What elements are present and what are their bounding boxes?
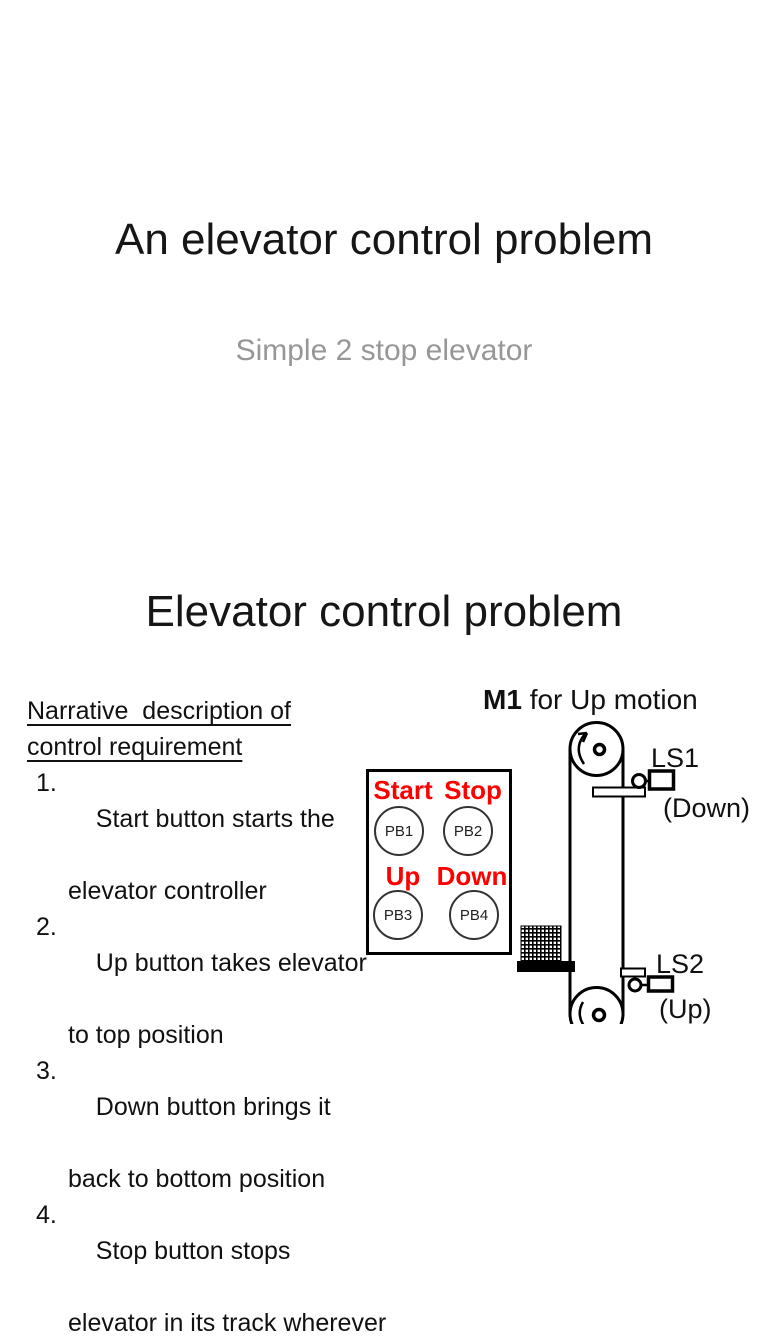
start-label: Start: [373, 775, 433, 805]
ls1-body-icon: [647, 769, 676, 791]
bottom-pulley-hub: [591, 1007, 607, 1023]
cab-tab-upper: [592, 786, 646, 798]
motor-caption: M1 for Up motion: [483, 684, 698, 716]
requirement-item-1: 1. Start button starts the: [27, 765, 447, 873]
item-number: 1.: [36, 769, 57, 797]
pushbutton-panel: Start Stop PB1 PB2 Up Down PB3 PB4: [366, 769, 512, 955]
item-number: 4.: [36, 1201, 57, 1229]
slide1-title: An elevator control problem: [114, 215, 654, 264]
pushbutton-pb1: PB1: [374, 806, 424, 856]
pb2-label: PB2: [453, 822, 483, 840]
motor-id: M1: [483, 684, 522, 715]
bottom-pulley: [568, 986, 625, 1024]
car-platform: [517, 961, 575, 972]
pushbutton-pb2: PB2: [443, 806, 493, 856]
cab-tab-lower: [620, 967, 646, 978]
ls2-label: LS2: [656, 949, 705, 979]
ls1-direction-label: (Down): [663, 793, 751, 823]
down-label: Down: [436, 861, 508, 891]
ls2-body-icon: [646, 975, 675, 993]
rotation-arrowhead-icon: [577, 731, 589, 743]
ls2-roller-icon: [627, 977, 643, 993]
elevator-car: [520, 925, 562, 962]
narrative-heading-line2: control requirement: [27, 733, 243, 761]
item-number: 3.: [36, 1057, 57, 1085]
pb3-label: PB3: [383, 906, 413, 924]
ls2-direction-label: (Up): [659, 994, 712, 1024]
up-label: Up: [385, 861, 421, 891]
item-number: 2.: [36, 913, 57, 941]
ls1-roller-icon: [631, 773, 647, 789]
slide2-title: Elevator control problem: [145, 587, 623, 636]
item-text: Start button starts the: [95, 805, 335, 833]
pushbutton-pb3: PB3: [373, 890, 423, 940]
narrative-block: Narrative description of control require…: [27, 693, 447, 1341]
motor-caption-text: for Up motion: [529, 684, 698, 715]
narrative-heading-line1: Narrative description of: [27, 697, 292, 725]
slide1-subtitle: Simple 2 stop elevator: [235, 334, 533, 367]
requirement-item-3-cont: back to bottom position: [68, 1165, 326, 1193]
item-text: Down button brings it: [95, 1093, 331, 1121]
rotation-arrow-icon: [577, 733, 586, 765]
requirement-item-4-cont: elevator in its track wherever: [68, 1309, 387, 1337]
stop-label: Stop: [444, 775, 502, 805]
pushbutton-pb4: PB4: [449, 890, 499, 940]
top-pulley-hub: [592, 742, 607, 757]
slide-1: An elevator control problem Simple 2 sto…: [0, 0, 768, 560]
requirement-item-1-cont: elevator controller: [68, 877, 267, 905]
requirement-item-3: 3. Down button brings it: [27, 1053, 447, 1161]
requirement-item-4: 4. Stop button stops: [27, 1197, 447, 1305]
item-text: Up button takes elevator: [95, 949, 367, 977]
item-text: Stop button stops: [95, 1237, 291, 1265]
ls1-label: LS1: [651, 743, 700, 773]
requirement-item-2-cont: to top position: [68, 1021, 224, 1049]
pb4-label: PB4: [459, 906, 489, 924]
pb1-label: PB1: [384, 822, 414, 840]
hoist-diagram: [517, 721, 676, 1024]
requirement-item-2: 2. Up button takes elevator: [27, 909, 447, 1017]
